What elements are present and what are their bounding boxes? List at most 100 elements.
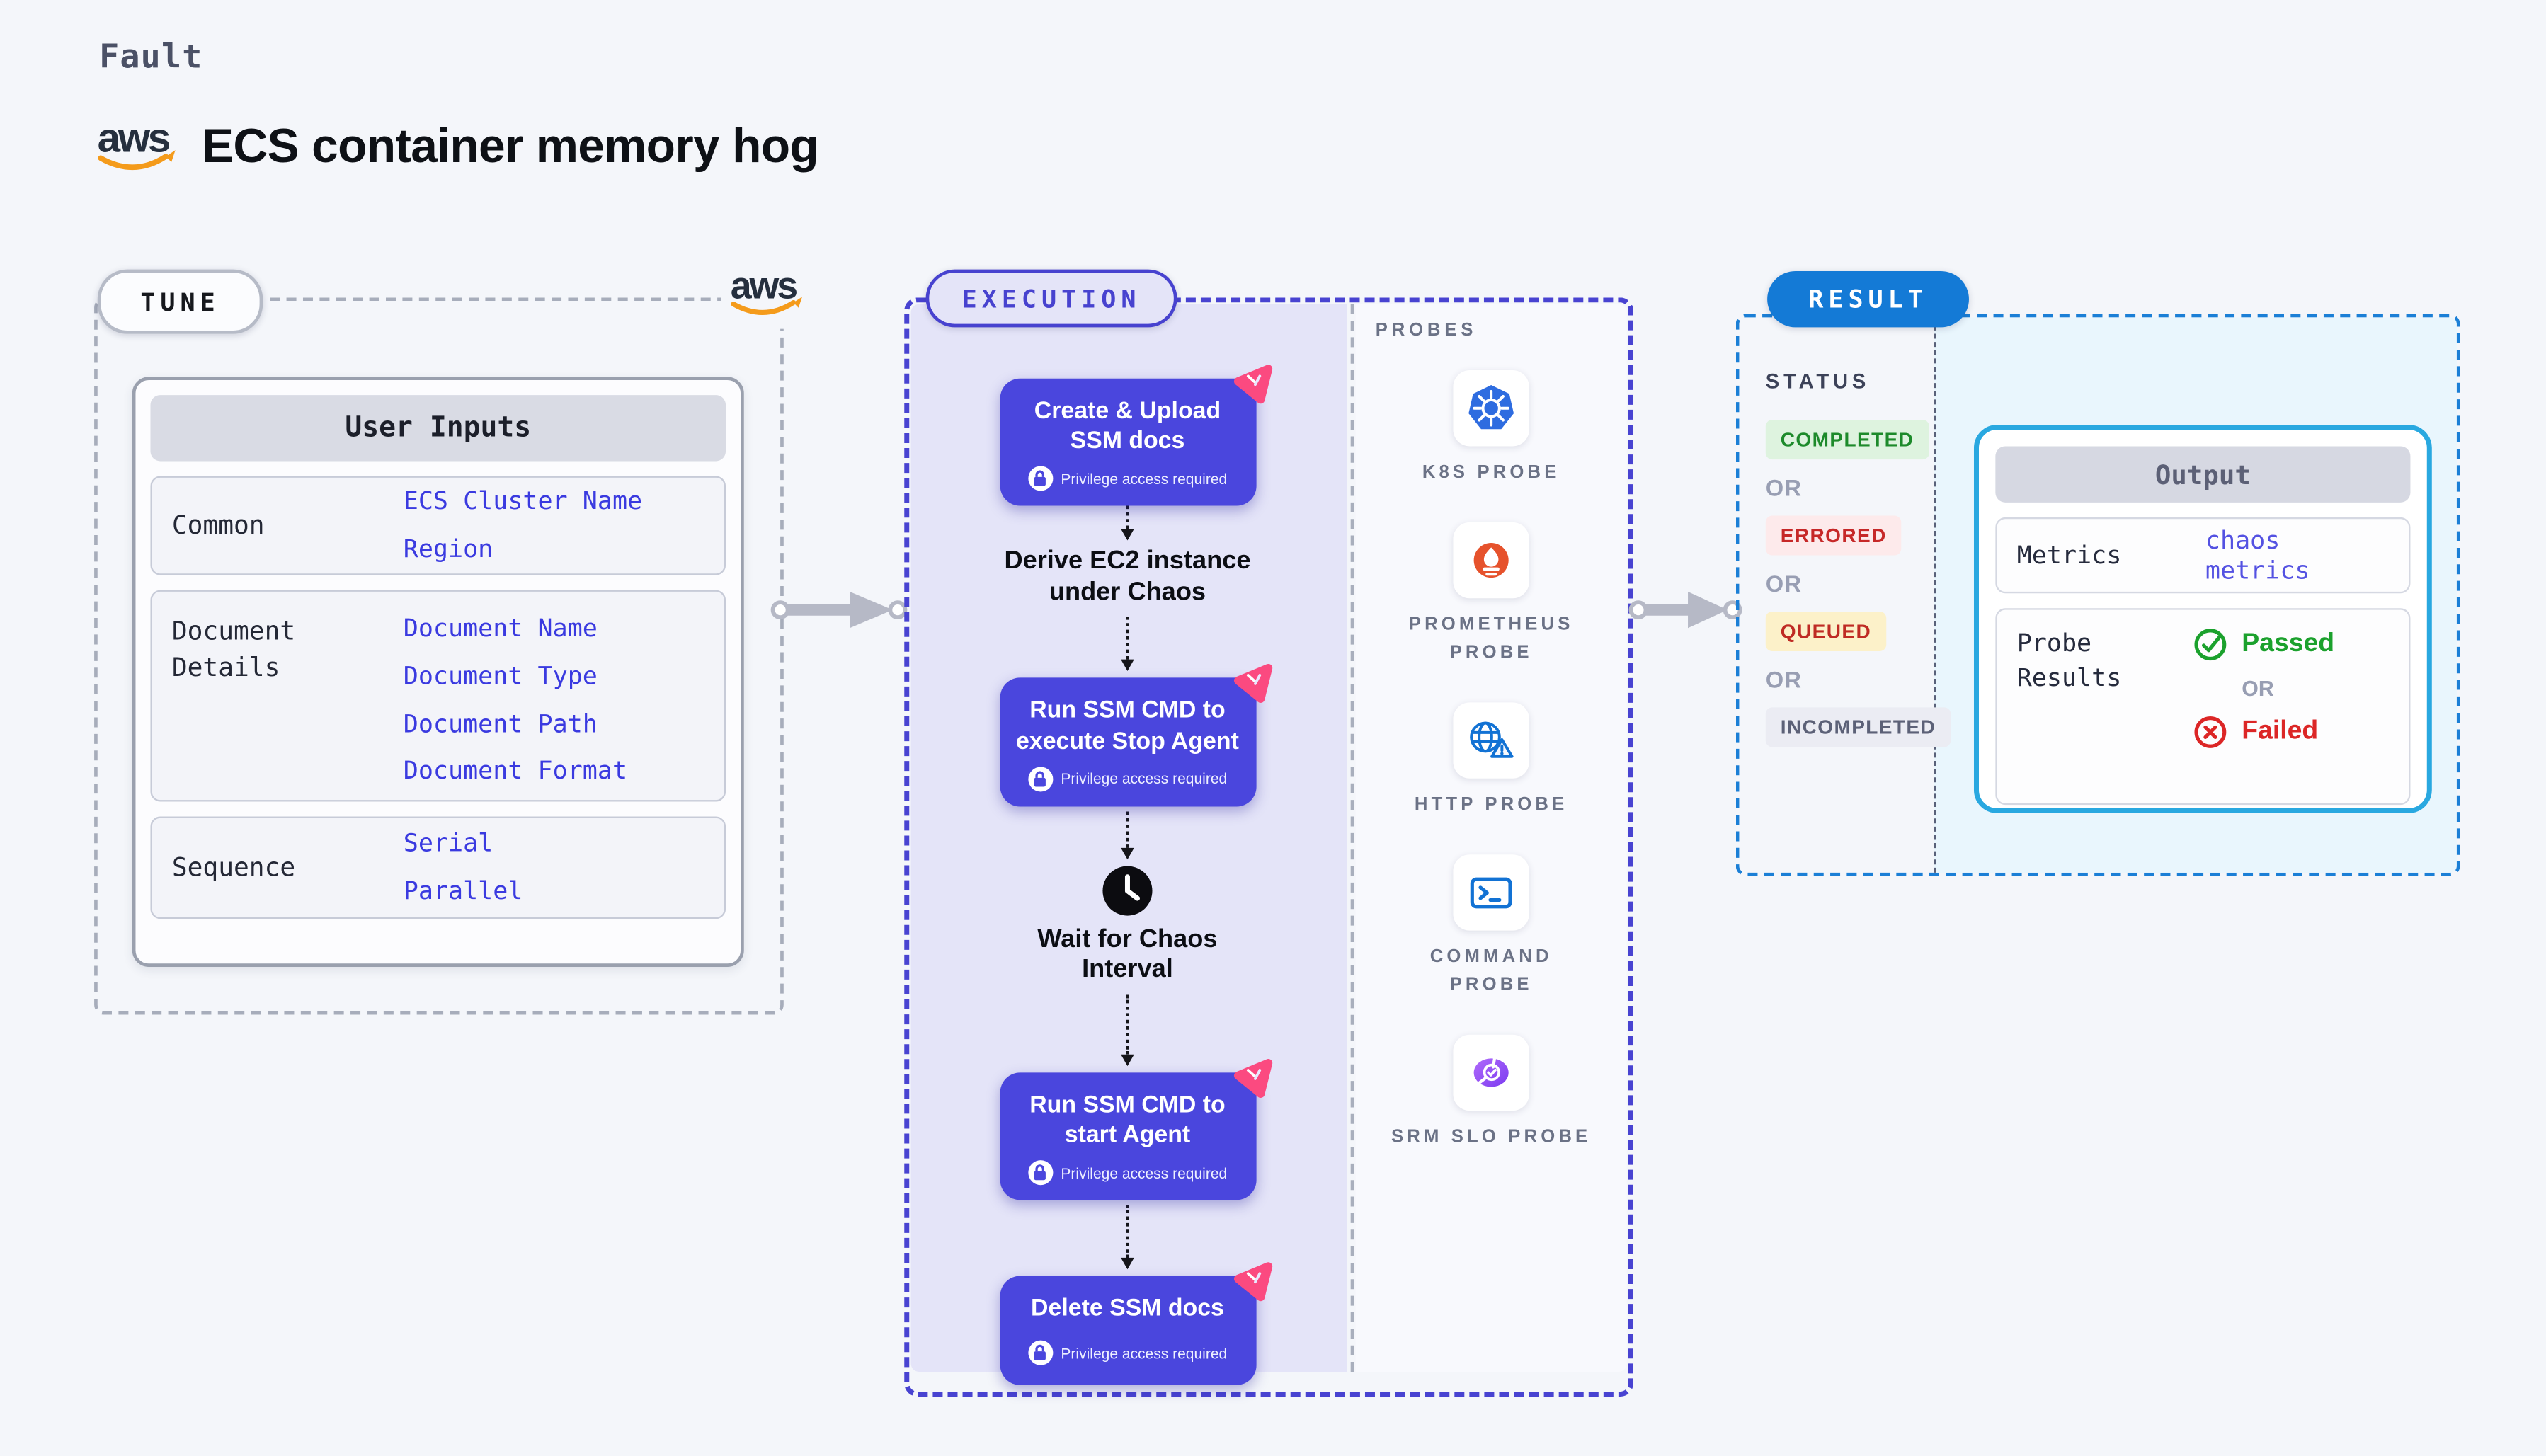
result-section: STATUS COMPLETED OR ERRORED OR QUEUED OR… — [1735, 314, 2460, 876]
tune-section — [94, 297, 784, 1015]
privilege-row: Privilege access required — [1012, 766, 1243, 791]
table-row-common: Common ECS Cluster Name Region — [150, 476, 726, 575]
arrow-down-icon — [1121, 1054, 1134, 1066]
step-run-ssm-stop-agent: Run SSM CMD to execute Stop Agent Privil… — [999, 664, 1272, 806]
chaos-badge-icon — [1231, 1258, 1274, 1309]
probe-label: SRM SLO PROBE — [1391, 1128, 1592, 1148]
arrow-right-icon — [770, 588, 909, 639]
execution-section: PROBES — [904, 297, 1633, 1397]
failed-verdict: Failed — [2192, 714, 2318, 750]
user-inputs-card: User Inputs Common ECS Cluster Name Regi… — [132, 377, 744, 967]
privilege-label: Privilege access required — [1061, 770, 1228, 787]
arrow-down-icon — [1121, 847, 1134, 859]
privilege-label: Privilege access required — [1061, 1345, 1228, 1362]
clock-icon — [1101, 864, 1154, 917]
probe-results-row: Probe Results Passed OR — [1995, 608, 2411, 806]
terminal-icon — [1453, 854, 1529, 932]
probe-results-label: Probe Results — [2016, 628, 2122, 693]
check-circle-icon — [2192, 626, 2228, 663]
privilege-label: Privilege access required — [1061, 470, 1228, 488]
row-label: Sequence — [171, 852, 296, 883]
lock-icon — [1027, 766, 1053, 791]
status-column: STATUS COMPLETED OR ERRORED OR QUEUED OR… — [1765, 370, 1951, 747]
execution-flow: Create & Upload SSM docs Privilege acces… — [909, 302, 1345, 1386]
step-title: Run SSM CMD to execute Stop Agent — [1016, 698, 1239, 755]
connector-line — [1126, 994, 1129, 1055]
step-title: Delete SSM docs — [1031, 1295, 1224, 1323]
status-badge-incompleted: INCOMPLETED — [1765, 707, 1951, 747]
aws-logo-icon: aws — [96, 113, 178, 183]
input-value: Document Format — [403, 755, 628, 786]
step-wait-chaos-interval: Wait for Chaos Interval — [1037, 924, 1218, 984]
connector-line — [1126, 617, 1129, 660]
arrow-right-icon — [1628, 588, 1744, 639]
probes-divider — [1350, 304, 1354, 1372]
probe-label: K8S PROBE — [1422, 462, 1560, 483]
metrics-label: Metrics — [2016, 539, 2122, 570]
list-item-http-probe: HTTP PROBE — [1391, 702, 1592, 820]
input-value: Region — [403, 534, 493, 564]
probe-label: PROMETHEUS PROBE — [1408, 614, 1574, 663]
prometheus-icon — [1453, 522, 1529, 599]
page-title: ECS container memory hog — [201, 120, 819, 174]
lock-icon — [1027, 1160, 1053, 1186]
step-title: Create & Upload SSM docs — [1034, 398, 1221, 455]
arrow-down-icon — [1121, 529, 1134, 541]
status-divider — [1934, 317, 1936, 873]
or-label: OR — [1765, 666, 1803, 693]
row-label: Common — [171, 510, 265, 540]
metrics-row: Metrics chaos metrics — [1995, 517, 2411, 594]
privilege-label: Privilege access required — [1061, 1164, 1228, 1181]
input-value: Serial — [403, 828, 493, 859]
probes-pane: PROBES — [1355, 304, 1627, 1372]
chaos-badge-icon — [1231, 360, 1274, 411]
status-heading: STATUS — [1765, 370, 1871, 394]
connector-line — [1126, 1205, 1129, 1259]
step-run-ssm-start-agent: Run SSM CMD to start Agent Privilege acc… — [999, 1058, 1272, 1200]
failed-label: Failed — [2242, 717, 2319, 746]
globe-warning-icon — [1453, 702, 1529, 779]
probe-label: COMMAND PROBE — [1429, 947, 1553, 996]
table-row-sequence: Sequence Serial Parallel — [150, 816, 726, 919]
probe-list: K8S PROBE PROMETHEUS PROBE — [1356, 370, 1627, 1152]
privilege-row: Privilege access required — [1012, 1160, 1243, 1186]
list-item-srm-slo-probe: SRM SLO PROBE — [1391, 1035, 1592, 1152]
step-delete-ssm-docs: Delete SSM docs Privilege access require… — [999, 1262, 1272, 1386]
or-label: OR — [1765, 570, 1803, 597]
output-header: Output — [1995, 446, 2411, 503]
metrics-value: chaos metrics — [2205, 525, 2310, 585]
privilege-row: Privilege access required — [1012, 1341, 1243, 1366]
chaos-badge-icon — [1231, 1054, 1274, 1105]
row-label: Document Details — [171, 616, 296, 684]
x-circle-icon — [2192, 714, 2228, 750]
result-pill: RESULT — [1767, 270, 1969, 328]
probe-label: HTTP PROBE — [1414, 795, 1568, 815]
arrow-down-icon — [1121, 660, 1134, 672]
lock-icon — [1027, 466, 1053, 492]
probes-heading: PROBES — [1375, 320, 1478, 341]
output-card: Output Metrics chaos metrics Probe Resul… — [1973, 425, 2432, 813]
input-value: Parallel — [403, 876, 523, 906]
status-badge-queued: QUEUED — [1765, 611, 1887, 651]
step-create-upload-ssm-docs: Create & Upload SSM docs Privilege acces… — [999, 365, 1272, 507]
list-item-command-probe: COMMAND PROBE — [1391, 854, 1592, 1001]
aws-logo-icon: aws — [721, 253, 814, 329]
input-value: Document Type — [403, 660, 598, 691]
page-title-row: aws ECS container memory hog — [96, 113, 819, 183]
tune-pill: TUNE — [97, 269, 263, 334]
user-inputs-header: User Inputs — [150, 395, 726, 462]
connector-line — [1126, 810, 1129, 848]
step-title: Run SSM CMD to start Agent — [1029, 1092, 1226, 1149]
or-label: OR — [1765, 474, 1803, 501]
input-value: ECS Cluster Name — [403, 486, 643, 517]
chaos-badge-icon — [1231, 660, 1274, 711]
input-value: Document Name — [403, 613, 598, 643]
table-row-document-details: Document Details Document Name Document … — [150, 590, 726, 802]
execution-pill: EXECUTION — [925, 269, 1177, 328]
connector-line — [1126, 506, 1129, 529]
input-value: Document Path — [403, 708, 598, 738]
passed-label: Passed — [2242, 629, 2335, 658]
lock-icon — [1027, 1341, 1053, 1366]
svg-text:aws: aws — [98, 115, 170, 161]
